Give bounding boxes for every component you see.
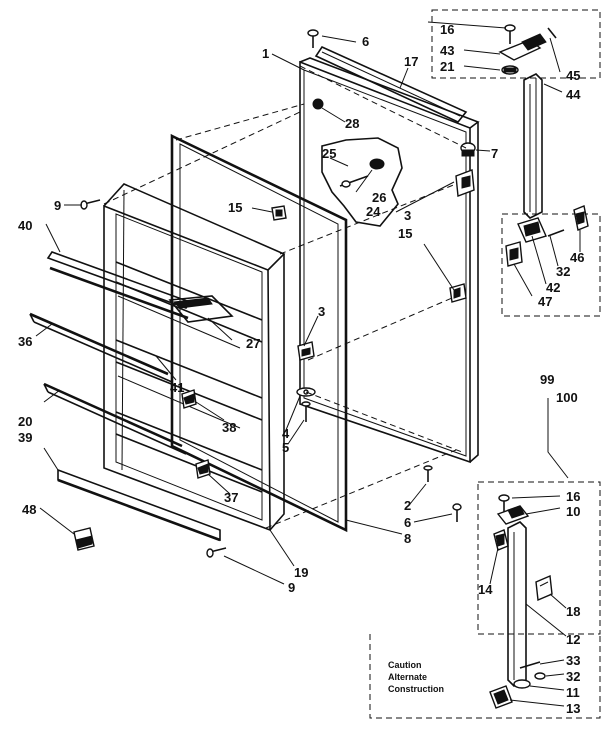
callout-10: 10: [566, 504, 580, 519]
caution-note: Caution Alternate Construction: [388, 660, 444, 694]
hinge-bracket-3: [455, 169, 475, 197]
callout-2: 2: [404, 498, 411, 513]
callout-3: 3: [404, 208, 411, 223]
callout-15: 15: [228, 200, 242, 215]
callout-38: 38: [222, 420, 236, 435]
callout-25: 25: [322, 146, 336, 161]
callout-45: 45: [566, 68, 580, 83]
callout-46: 46: [570, 250, 584, 265]
callout-32: 32: [556, 264, 570, 279]
callout-24: 24: [366, 204, 381, 219]
callout-40: 40: [18, 218, 32, 233]
screw-5: [301, 401, 311, 422]
door-handle: [523, 73, 543, 219]
callout-5: 5: [282, 440, 289, 455]
shelf-retainer-37-face: [197, 463, 209, 475]
door-gasket: [170, 133, 348, 533]
leader-lines: [35, 21, 581, 707]
callout-4: 4: [282, 426, 290, 441]
screw-6-top: [307, 29, 319, 48]
callout-42: 42: [546, 280, 560, 295]
callout-100: 100: [556, 390, 578, 405]
callout-44: 44: [566, 87, 581, 102]
callout-9: 9: [54, 198, 61, 213]
bracket-15-upper: [271, 205, 287, 221]
callout-1: 1: [262, 46, 269, 61]
cutaway-detail: [321, 137, 403, 227]
door-stop-3: [297, 341, 315, 361]
callout-33: 33: [566, 653, 580, 668]
callout-16: 16: [566, 489, 580, 504]
callout-9: 9: [288, 580, 295, 595]
pin-2: [423, 465, 433, 482]
assembly-lines: [103, 65, 467, 529]
shelf-bar-20: [43, 382, 187, 455]
callout-18: 18: [566, 604, 580, 619]
top-trim-strip: [314, 45, 468, 123]
callout-17: 17: [404, 54, 418, 69]
callout-16: 16: [440, 22, 454, 37]
caution-note-line-2: Alternate: [388, 672, 427, 682]
callout-3: 3: [318, 304, 325, 319]
callout-21: 21: [440, 59, 454, 74]
callout-48: 48: [22, 502, 36, 517]
callout-32: 32: [566, 669, 580, 684]
screw-9-upper: [80, 199, 101, 210]
callout-labels: 1 6 17 28 7 25 26 24 3 15 15 9 40 36 27 …: [18, 22, 584, 716]
bracket-15-right: [449, 283, 467, 303]
callout-37: 37: [224, 490, 238, 505]
screw-6-lower: [452, 503, 462, 522]
callout-15: 15: [398, 226, 412, 241]
screw-9-lower: [206, 547, 227, 558]
callout-11: 11: [566, 685, 580, 700]
callout-12: 12: [566, 632, 580, 647]
callout-7: 7: [491, 146, 498, 161]
callout-43: 43: [440, 43, 454, 58]
plug-7: [460, 142, 476, 157]
callout-27: 27: [246, 336, 260, 351]
callout-8: 8: [404, 531, 411, 546]
shelf-bar-36: [29, 312, 173, 383]
callout-99: 99: [540, 372, 554, 387]
callout-36: 36: [18, 334, 32, 349]
shelf-bar-40: [46, 251, 192, 320]
callout-20: 20: [18, 414, 32, 429]
middle-hinge-box: [501, 205, 601, 317]
callout-14: 14: [478, 582, 493, 597]
top-hinge-box: [431, 9, 601, 79]
caution-note-line-1: Caution: [388, 660, 422, 670]
shelf-retainer-38-face: [183, 393, 195, 405]
shelf-bar-39: [57, 468, 221, 542]
caution-note-line-3: Construction: [388, 684, 444, 694]
callout-41: 41: [170, 380, 184, 395]
alternate-construction-box: [369, 481, 601, 719]
callout-26: 26: [372, 190, 386, 205]
callout-19: 19: [294, 565, 308, 580]
spare-clip-48-face: [75, 535, 93, 549]
callout-13: 13: [566, 701, 580, 716]
outer-door-panel: [299, 57, 480, 464]
callout-6: 6: [404, 515, 411, 530]
plug-28: [312, 98, 324, 110]
callout-6: 6: [362, 34, 369, 49]
callout-28: 28: [345, 116, 359, 131]
callout-39: 39: [18, 430, 32, 445]
callout-47: 47: [538, 294, 552, 309]
